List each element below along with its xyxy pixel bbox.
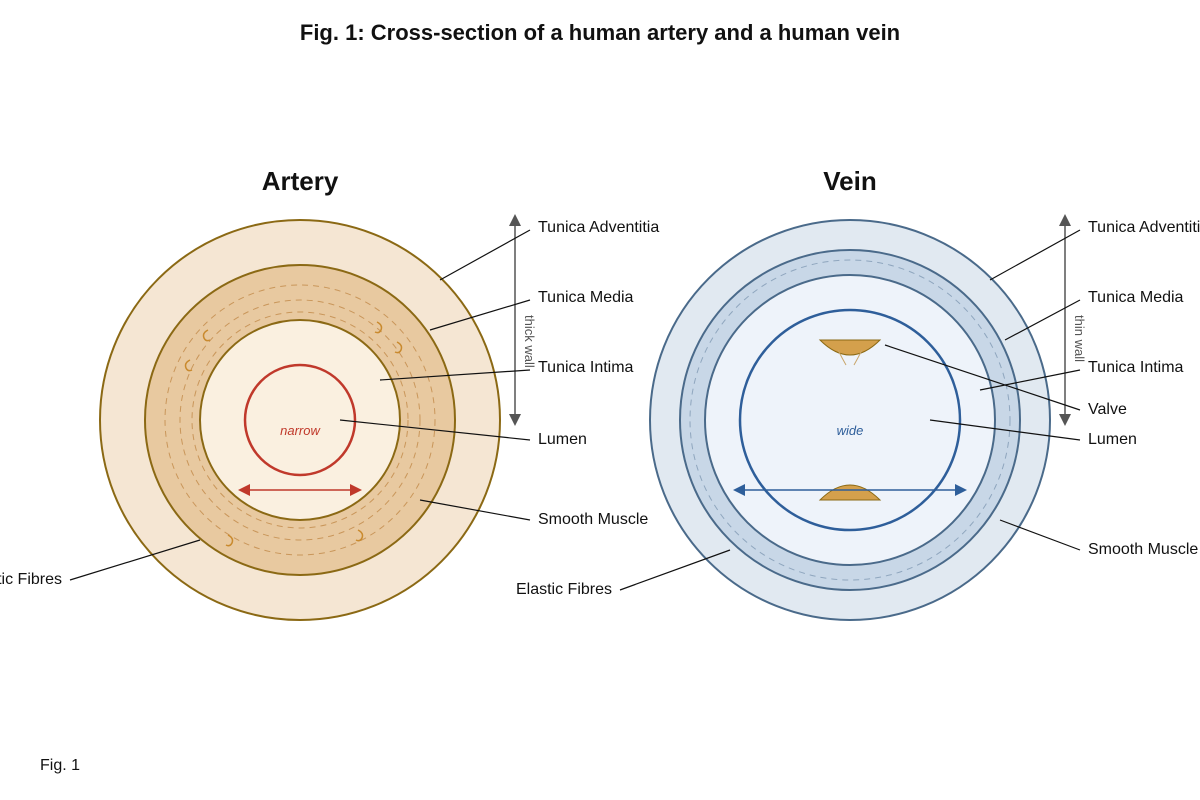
vein-heading: Vein — [823, 166, 876, 196]
artery-label-media: Tunica Media — [538, 289, 634, 306]
artery-label-intima: Tunica Intima — [538, 359, 634, 376]
artery-label-lumen: Lumen — [538, 431, 587, 448]
vein-label-intima: Tunica Intima — [1088, 359, 1184, 376]
artery-lumen — [243, 363, 357, 477]
vein-wall-text: thin wall — [1072, 315, 1087, 362]
artery-lumen-text: narrow — [280, 423, 321, 438]
vein-media-leader — [1004, 299, 1081, 341]
artery-elastic-fibres-leader — [69, 539, 201, 581]
vein-valve-top — [818, 339, 882, 356]
vein-label-media: Tunica Media — [1088, 289, 1184, 306]
vein-intima-leader — [979, 369, 1081, 391]
vein-label-lumen: Lumen — [1088, 431, 1137, 448]
artery-label-adventitia: Tunica Adventitia — [538, 219, 659, 236]
artery-wall-text: thick wall — [522, 315, 537, 368]
artery-muscle-layer-middle — [179, 299, 421, 541]
vein-label-smooth-muscle: Smooth Muscle — [1088, 541, 1198, 558]
artery-label-smooth-muscle: Smooth Muscle — [538, 511, 648, 528]
artery-adventitia-leader — [439, 229, 531, 281]
artery-smooth-muscle-leader — [419, 499, 531, 521]
vein-adventitia-leader — [989, 229, 1081, 281]
vein-label-valve: Valve — [1088, 401, 1127, 418]
artery-label-elastic-fibres: Elastic Fibres — [0, 571, 62, 588]
vein-valve-top-cusp — [837, 349, 863, 366]
vein-lumen-text: wide — [837, 423, 864, 438]
vein-elastic-fibres-leader — [619, 549, 731, 591]
vein-valve-leader — [884, 344, 1081, 411]
artery-lumen-leader — [339, 419, 531, 441]
vein-diagram: Vein wide thin wall Tunica Adventitia Tu… — [516, 166, 1200, 621]
vein-label-elastic-fibres: Elastic Fibres — [516, 581, 612, 598]
artery-diagram: Artery narrow thick wall Tunica — [0, 166, 659, 621]
artery-muscle-layer-inner — [191, 311, 409, 529]
vein-label-adventitia: Tunica Adventitia — [1088, 219, 1200, 236]
vein-muscle-layer — [689, 259, 1011, 581]
artery-muscle-layer-outer — [164, 284, 436, 556]
artery-intima-leader — [379, 369, 531, 381]
vein-lumen-leader — [929, 419, 1081, 441]
vein-lumen — [738, 308, 962, 532]
artery-elastic-fibres — [184, 321, 403, 547]
artery-heading: Artery — [262, 166, 339, 196]
vein-smooth-muscle-leader — [999, 519, 1081, 551]
artery-media-leader — [429, 299, 531, 331]
figure-footer-label: Fig. 1 — [40, 757, 80, 774]
figure-title: Fig. 1: Cross-section of a human artery … — [300, 20, 900, 45]
